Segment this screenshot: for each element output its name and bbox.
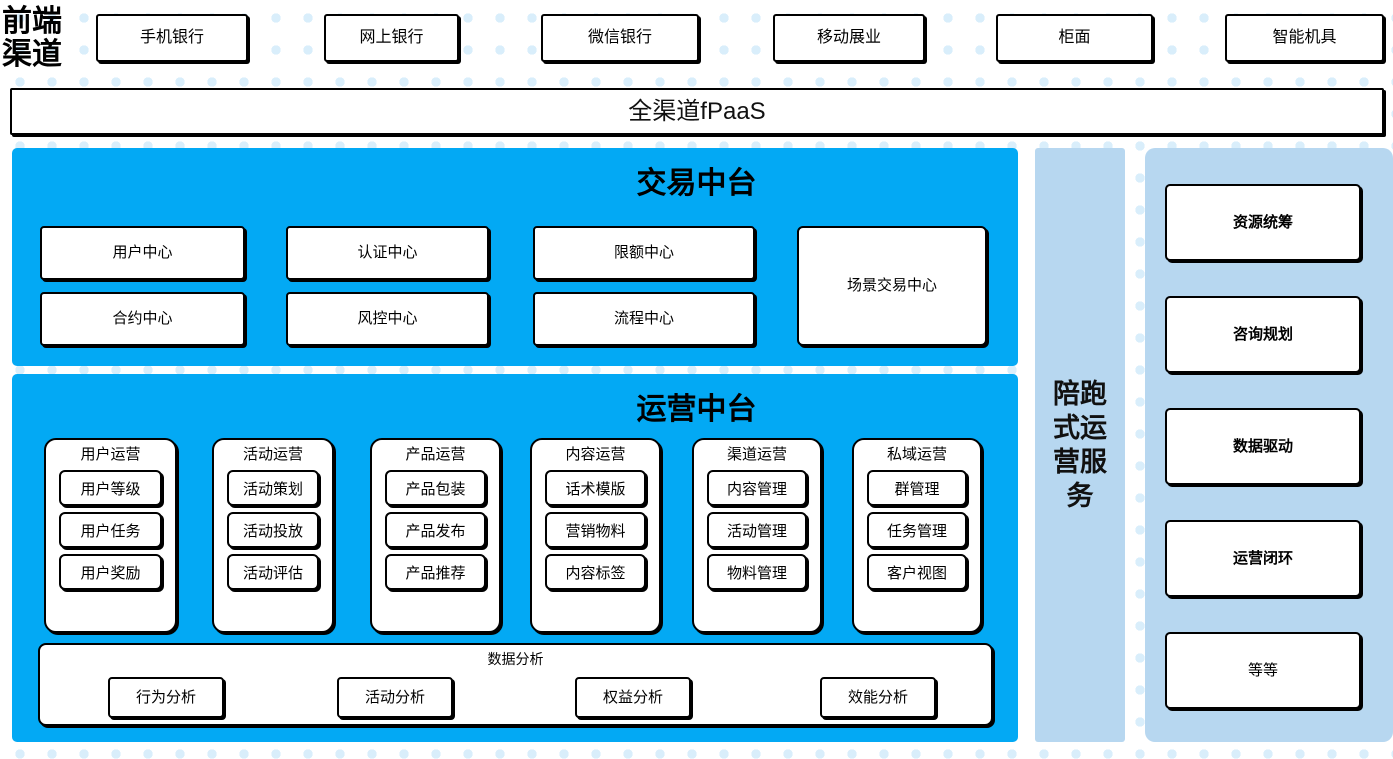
data-analysis-title: 数据分析 [487,651,544,667]
service-card-etc[interactable]: 等等 [1165,632,1361,709]
ops-column-title-content: 内容运营 [565,446,626,463]
trade-box-user-center[interactable]: 用户中心 [40,226,245,280]
trade-box-auth-center[interactable]: 认证中心 [286,226,489,280]
ops-item-marketing-material[interactable]: 营销物料 [545,512,646,548]
ops-item-campaign-planning[interactable]: 活动策划 [227,470,319,506]
ops-column-user[interactable]: 用户运营 用户等级 用户任务 用户奖励 [44,438,177,633]
ops-column-title-channel: 渠道运营 [726,446,787,463]
data-analysis-box-campaign[interactable]: 活动分析 [337,677,453,718]
accompanying-operation-service-strip: 陪跑式运营服务 [1035,148,1125,742]
trade-box-contract-center[interactable]: 合约中心 [40,292,245,346]
data-analysis-section: 数据分析 行为分析 活动分析 权益分析 效能分析 [38,643,993,726]
ops-item-content-tag[interactable]: 内容标签 [545,554,646,590]
service-card-data-driven[interactable]: 数据驱动 [1165,408,1361,485]
ops-item-content-manage[interactable]: 内容管理 [707,470,807,506]
ops-item-task-manage[interactable]: 任务管理 [867,512,967,548]
ops-item-user-level[interactable]: 用户等级 [59,470,162,506]
ops-column-private-domain[interactable]: 私域运营 群管理 任务管理 客户视图 [852,438,982,633]
trade-center-title: 交易中台 [636,167,757,200]
ops-column-title-campaign: 活动运营 [242,446,303,463]
ops-item-group-manage[interactable]: 群管理 [867,470,967,506]
channel-box-counter[interactable]: 柜面 [996,14,1153,62]
ops-item-campaign-manage[interactable]: 活动管理 [707,512,807,548]
ops-item-product-release[interactable]: 产品发布 [385,512,486,548]
service-card-operation-closed-loop[interactable]: 运营闭环 [1165,520,1361,597]
channel-box-mobile-bank[interactable]: 手机银行 [96,14,248,62]
frontend-channel-label: 前端 渠道 [2,2,82,74]
ops-item-script-template[interactable]: 话术模版 [545,470,646,506]
data-analysis-box-behavior[interactable]: 行为分析 [108,677,224,718]
data-analysis-box-efficiency[interactable]: 效能分析 [820,677,936,718]
ops-item-product-recommend[interactable]: 产品推荐 [385,554,486,590]
ops-item-material-manage[interactable]: 物料管理 [707,554,807,590]
trade-box-scenario-trade-center[interactable]: 场景交易中心 [797,226,987,346]
ops-item-user-task[interactable]: 用户任务 [59,512,162,548]
frontend-channel-label-line1: 前端 [2,5,62,38]
service-card-resource-coordination[interactable]: 资源统筹 [1165,184,1361,261]
fpaas-bar[interactable]: 全渠道fPaaS [10,88,1384,135]
ops-item-campaign-delivery[interactable]: 活动投放 [227,512,319,548]
frontend-channel-label-line2: 渠道 [2,38,62,71]
channel-box-mobile-field[interactable]: 移动展业 [773,14,925,62]
channel-box-wechat-bank[interactable]: 微信银行 [541,14,699,62]
ops-column-title-product: 产品运营 [405,446,466,463]
ops-item-product-packaging[interactable]: 产品包装 [385,470,486,506]
trade-box-risk-center[interactable]: 风控中心 [286,292,489,346]
ops-column-title-user: 用户运营 [80,446,141,463]
ops-item-campaign-eval[interactable]: 活动评估 [227,554,319,590]
service-card-consulting-planning[interactable]: 咨询规划 [1165,296,1361,373]
ops-column-content[interactable]: 内容运营 话术模版 营销物料 内容标签 [530,438,661,633]
ops-center-title: 运营中台 [636,393,757,426]
ops-column-product[interactable]: 产品运营 产品包装 产品发布 产品推荐 [370,438,501,633]
trade-box-limit-center[interactable]: 限额中心 [533,226,755,280]
ops-item-customer-view[interactable]: 客户视图 [867,554,967,590]
service-capability-panel: 资源统筹 咨询规划 数据驱动 运营闭环 等等 [1145,148,1393,742]
accompanying-operation-service-label: 陪跑式运营服务 [1053,379,1107,511]
trade-box-process-center[interactable]: 流程中心 [533,292,755,346]
channel-box-smart-device[interactable]: 智能机具 [1225,14,1384,62]
ops-column-channel[interactable]: 渠道运营 内容管理 活动管理 物料管理 [692,438,822,633]
ops-item-user-reward[interactable]: 用户奖励 [59,554,162,590]
channel-box-online-bank[interactable]: 网上银行 [324,14,459,62]
data-analysis-box-benefit[interactable]: 权益分析 [575,677,691,718]
ops-column-title-private-domain: 私域运营 [886,446,947,463]
ops-column-campaign[interactable]: 活动运营 活动策划 活动投放 活动评估 [212,438,334,633]
